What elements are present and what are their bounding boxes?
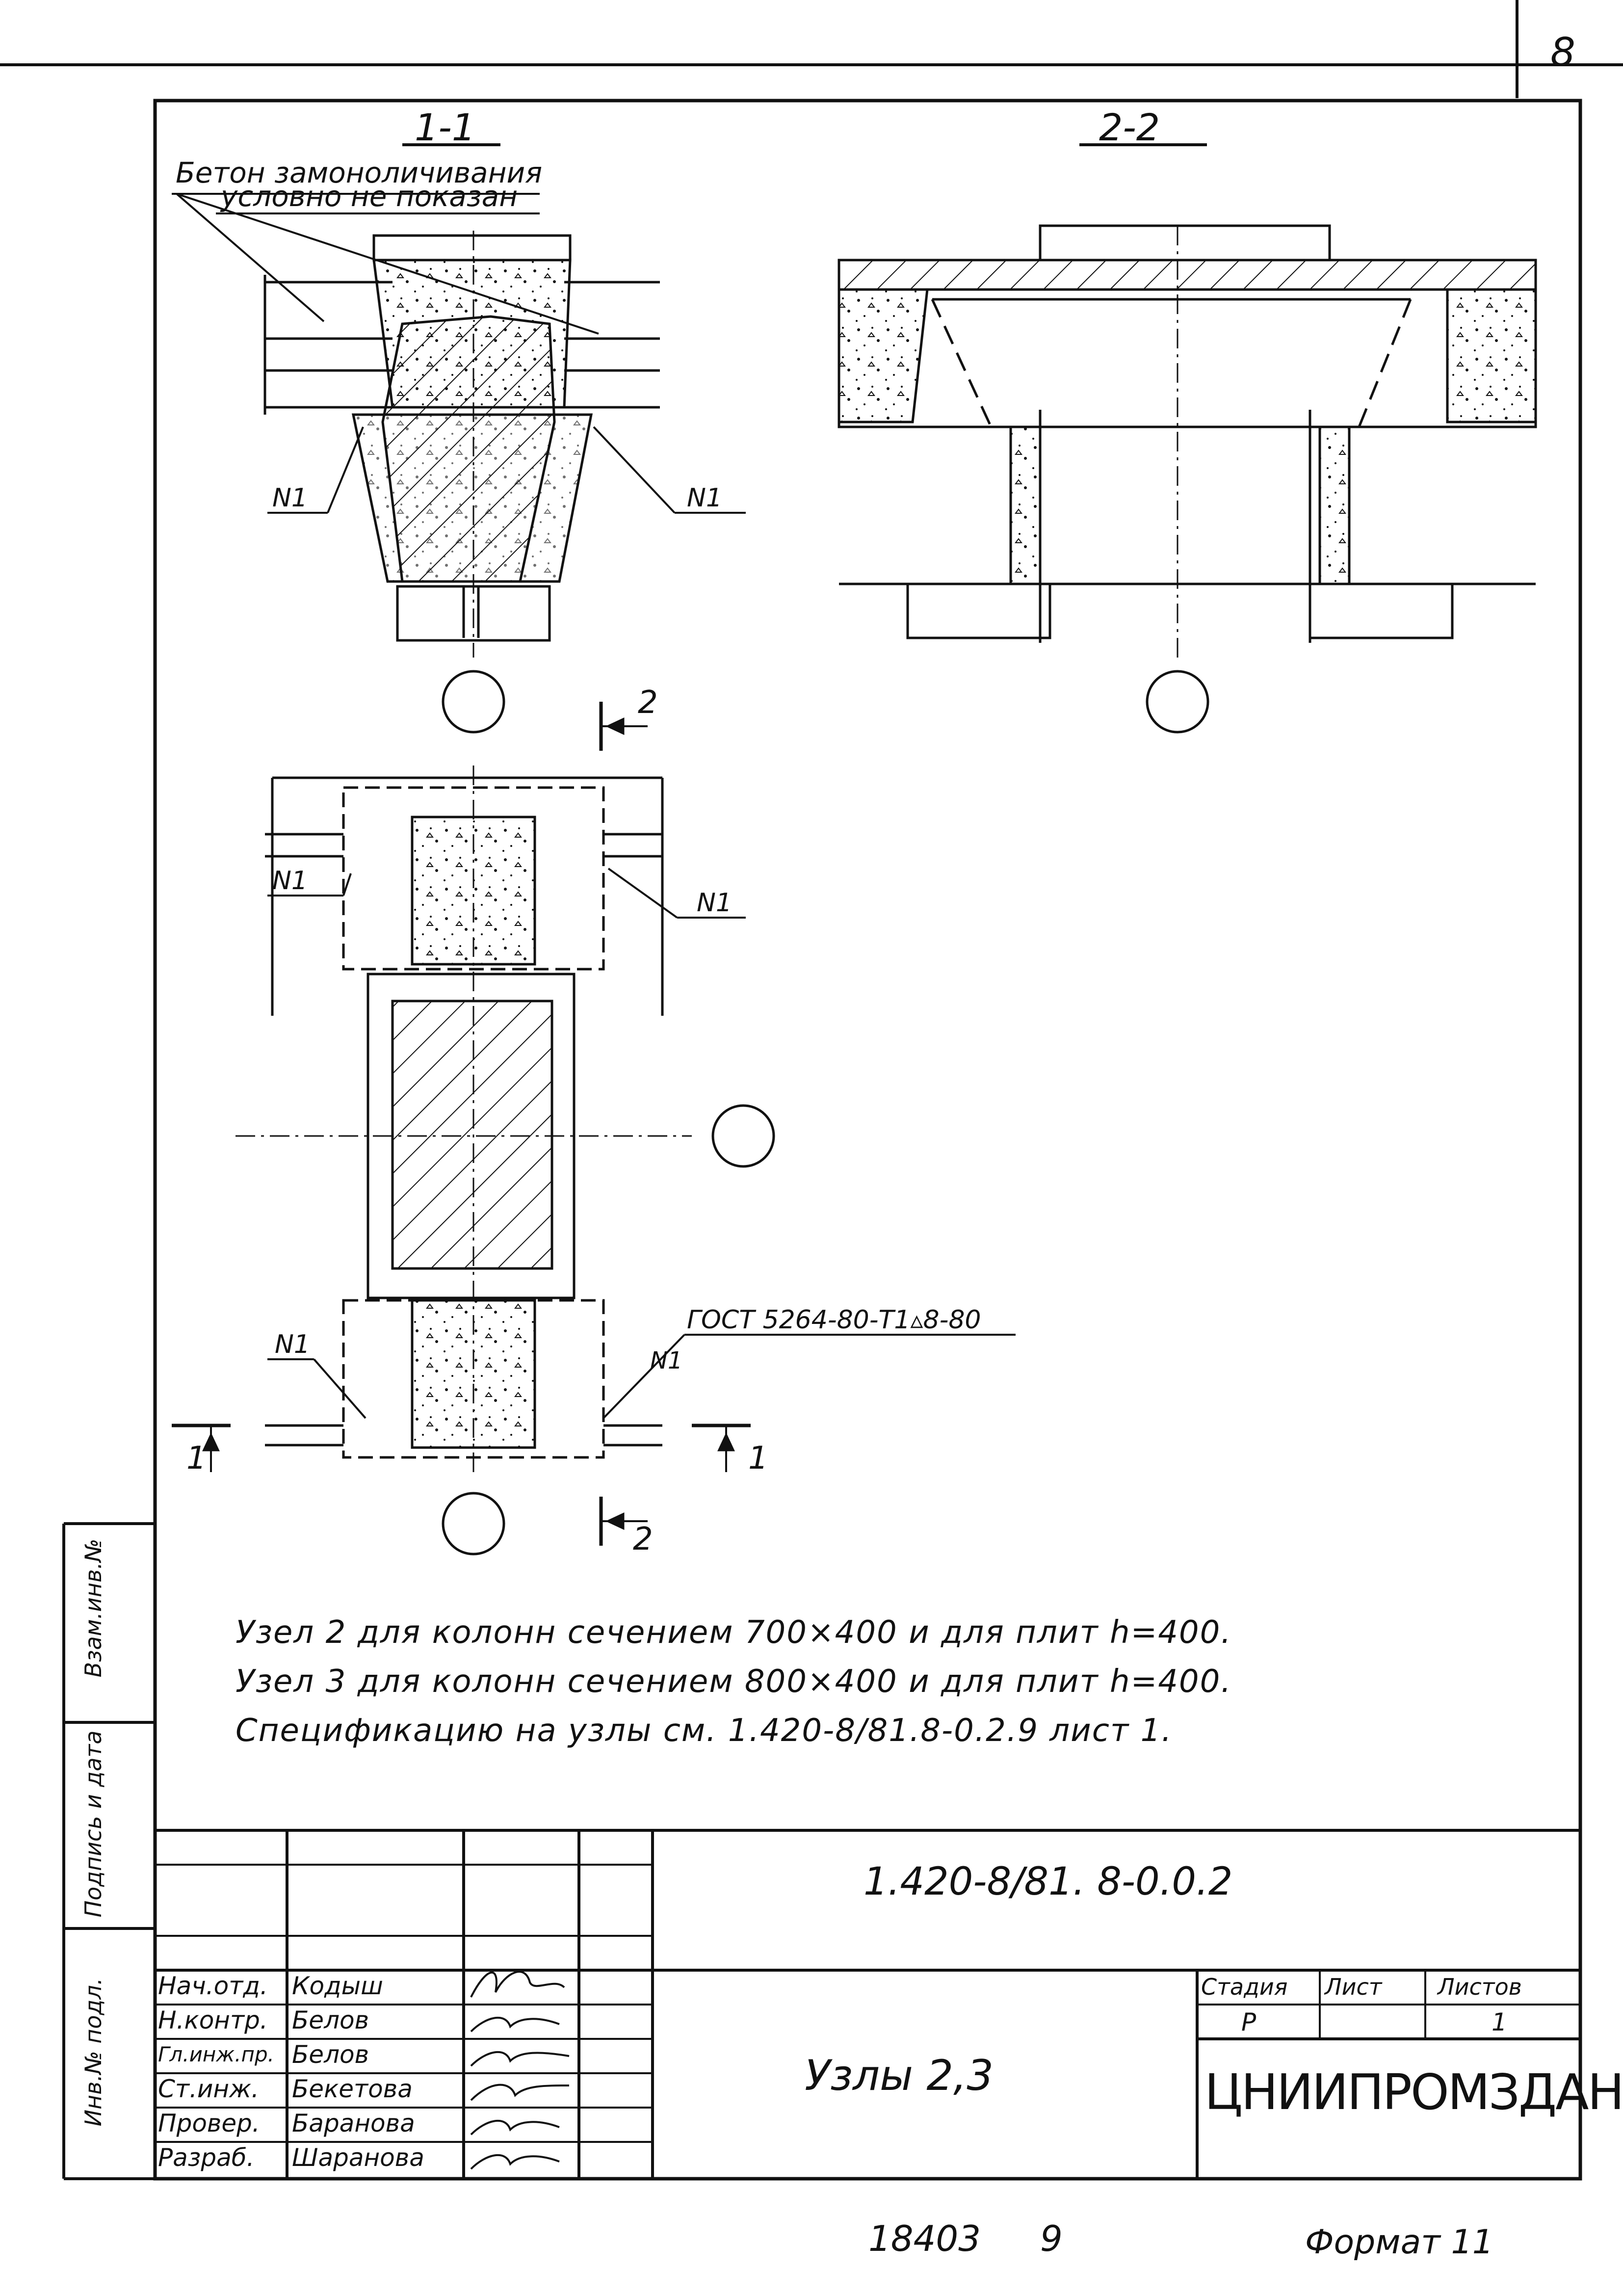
cut-1-right-label: 1 — [748, 1440, 768, 1477]
n1-label-section-right: N1 — [687, 483, 722, 513]
sheet-frame — [0, 0, 1623, 2181]
staff-role-2: Гл.инж.пр. — [158, 2042, 275, 2066]
sheet-label: Лист — [1325, 1974, 1382, 2000]
document-code: 1.420-8/81. 8-0.0.2 — [864, 1860, 1233, 1904]
signatures — [470, 1971, 570, 2170]
n1-label-section-left: N1 — [272, 483, 308, 513]
staff-role-4: Провер. — [158, 2109, 260, 2138]
side-stamp-inv-podl: Инв.№ подл. — [80, 1978, 106, 2127]
sheets-value: 1 — [1492, 2008, 1507, 2036]
staff-role-5: Разраб. — [158, 2143, 255, 2172]
copy-number: 9 — [1040, 2218, 1063, 2259]
stage-value: Р — [1241, 2008, 1257, 2036]
cut-1-left-label: 1 — [186, 1440, 207, 1477]
concrete-note-line1: Бетон замоноличивания — [176, 156, 543, 189]
drawing-title: Узлы 2,3 — [805, 2051, 994, 2100]
side-stamp-podpis-data: Подпись и дата — [80, 1730, 106, 1918]
staff-name-1: Белов — [292, 2006, 369, 2034]
staff-name-0: Кодыш — [292, 1972, 383, 2000]
staff-name-4: Баранова — [292, 2109, 415, 2138]
n1-label-plan-top-right: N1 — [697, 888, 732, 918]
n1-label-plan-bottom-left: N1 — [275, 1330, 310, 1359]
staff-name-2: Белов — [292, 2040, 369, 2069]
note-3: Спецификацию на узлы см. 1.420-8/81.8-0.… — [236, 1713, 1173, 1749]
staff-role-0: Нач.отд. — [158, 1972, 268, 2000]
staff-role-3: Ст.инж. — [158, 2075, 260, 2103]
section-2-2-drawing — [838, 143, 1537, 734]
title-block-lines — [155, 1829, 1580, 2179]
section-1-1-drawing — [172, 143, 746, 734]
cut-2-bottom-label: 2 — [633, 1521, 653, 1557]
sheets-label: Листов — [1438, 1974, 1522, 2000]
sheet-number: 8 — [1550, 29, 1575, 75]
gost-weld-label: ГОСТ 5264-80-Т1▵8-80 — [687, 1305, 981, 1335]
section-2-2-label: 2-2 — [1099, 106, 1160, 149]
staff-role-1: Н.контр. — [158, 2006, 268, 2034]
n1-label-plan-top-left: N1 — [272, 866, 308, 896]
section-1-1-label: 1-1 — [415, 106, 476, 149]
cut-2-top-label: 2 — [638, 685, 658, 721]
stage-label: Стадия — [1201, 1974, 1288, 2000]
note-2: Узел 3 для колонн сечением 800×400 и для… — [236, 1663, 1232, 1700]
plan-view-drawing — [172, 702, 1016, 1556]
organization-name: ЦНИИПРОМЗДАНИЙ — [1204, 2063, 1623, 2121]
concrete-note-line2: условно не показан — [221, 180, 518, 213]
staff-name-5: Шаранова — [292, 2143, 424, 2172]
inventory-number: 18403 — [868, 2218, 981, 2259]
side-stamp-vzam-inv: Взам.инв.№ — [80, 1538, 106, 1678]
format-label: Формат 11 — [1305, 2223, 1494, 2262]
n1-label-plan-bottom-right: N1 — [650, 1347, 683, 1374]
note-1: Узел 2 для колонн сечением 700×400 и для… — [236, 1614, 1232, 1651]
staff-name-3: Бекетова — [292, 2075, 413, 2103]
